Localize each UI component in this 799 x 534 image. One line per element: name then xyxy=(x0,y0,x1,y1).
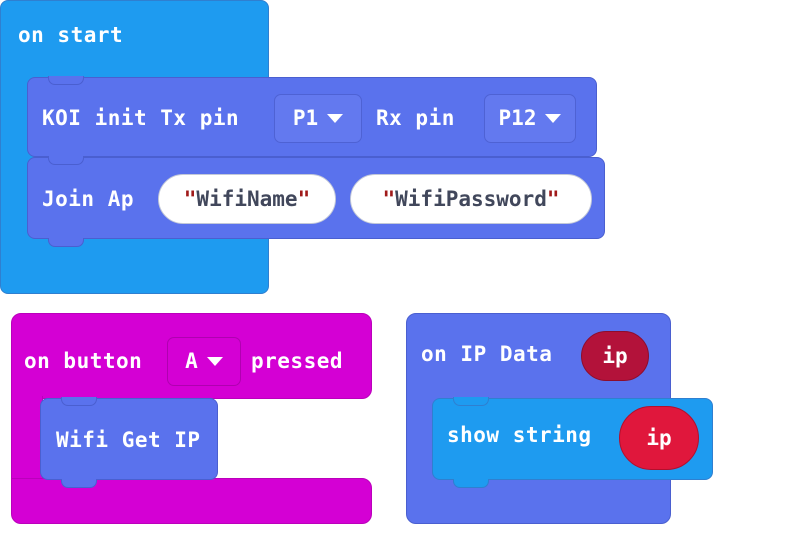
on-button-label-suffix: pressed xyxy=(251,349,344,373)
quote-open: " xyxy=(183,186,197,211)
chevron-down-icon xyxy=(545,114,562,123)
chevron-down-icon xyxy=(206,357,223,366)
chevron-down-icon xyxy=(327,114,344,123)
rx-pin-value: P12 xyxy=(498,106,537,130)
wifi-get-ip-bottom-notch xyxy=(61,479,97,488)
ip-parameter-variable[interactable]: ip xyxy=(581,331,649,381)
show-string-ip-variable[interactable]: ip xyxy=(619,406,699,470)
wifi-ssid-value: WifiName xyxy=(196,186,298,211)
wifi-password-input[interactable]: "WifiPassword" xyxy=(350,174,592,224)
on-button-pressed-left-column xyxy=(11,396,43,482)
koi-init-label-rx: Rx pin xyxy=(376,106,455,130)
on-button-label-prefix: on button xyxy=(24,349,143,373)
on-ip-data-label: on IP Data xyxy=(421,342,553,366)
join-ap-top-notch xyxy=(48,156,84,165)
quote-open: " xyxy=(382,186,396,211)
quote-close: " xyxy=(546,186,560,211)
tx-pin-value: P1 xyxy=(292,106,319,130)
join-ap-label: Join Ap xyxy=(42,187,135,211)
button-select-value: A xyxy=(185,349,198,373)
ip-parameter-value: ip xyxy=(602,343,628,368)
button-select-dropdown[interactable]: A xyxy=(167,337,241,386)
tx-pin-dropdown[interactable]: P1 xyxy=(274,94,362,143)
show-string-top-notch xyxy=(453,397,489,406)
wifi-get-ip-block[interactable] xyxy=(40,398,218,480)
wifi-password-value: WifiPassword xyxy=(395,186,547,211)
wifi-get-ip-top-notch xyxy=(61,397,97,406)
quote-close: " xyxy=(297,186,311,211)
koi-init-top-notch xyxy=(48,76,84,85)
on-start-label: on start xyxy=(18,23,124,47)
show-string-ip-value: ip xyxy=(646,425,672,450)
join-ap-bottom-notch xyxy=(48,238,84,247)
wifi-get-ip-label: Wifi Get IP xyxy=(56,428,201,452)
wifi-ssid-input[interactable]: "WifiName" xyxy=(158,174,336,224)
rx-pin-dropdown[interactable]: P12 xyxy=(484,94,576,143)
show-string-label: show string xyxy=(447,423,592,447)
show-string-bottom-notch xyxy=(453,479,489,488)
koi-init-label-prefix: KOI init Tx pin xyxy=(42,106,240,130)
